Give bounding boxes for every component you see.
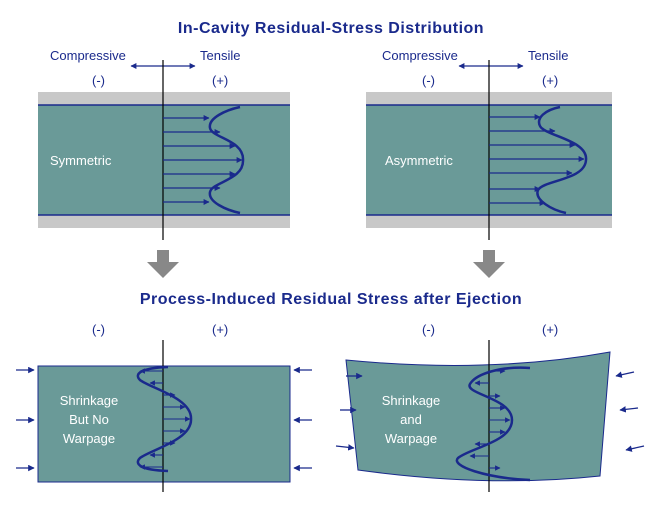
bottom-left-panel-label: Shrinkage But No Warpage <box>54 391 124 448</box>
bottom-title: Process-Induced Residual Stress after Ej… <box>139 291 523 308</box>
bottom-left-panel <box>16 340 312 492</box>
top-left-stress-arrows <box>163 115 243 205</box>
bottom-left-positive-label: (+) <box>212 322 229 337</box>
top-right-panel-label: Asymmetric <box>385 153 453 168</box>
top-left-panel <box>38 60 290 240</box>
top-right-positive-label: (+) <box>542 73 559 88</box>
bottom-right-stress-curve <box>455 366 531 482</box>
top-right-compressive-label: Compressive <box>382 48 458 63</box>
bottom-left-label-line-2: But No <box>69 412 109 427</box>
down-arrow-right <box>473 250 505 278</box>
down-arrow-left <box>147 250 179 278</box>
bottom-left-shrink-arrows <box>16 366 312 472</box>
top-left-compressive-label: Compressive <box>50 48 126 63</box>
bottom-left-stress-curve <box>136 365 193 473</box>
top-left-tensile-label: Tensile <box>200 48 241 63</box>
bottom-right-positive-label: (+) <box>542 322 559 337</box>
bottom-left-negative-label: (-) <box>92 322 105 337</box>
bottom-left-part <box>37 365 291 483</box>
bottom-right-panel <box>335 340 645 492</box>
bottom-right-part <box>345 351 611 482</box>
bottom-left-label-line-3: Warpage <box>62 431 116 446</box>
top-left-positive-label: (+) <box>212 73 229 88</box>
bottom-right-label-line-1: Shrinkage <box>381 393 441 408</box>
top-right-negative-label: (-) <box>422 73 435 88</box>
bottom-right-label-line-2: and <box>400 412 422 427</box>
top-left-stress-curve <box>208 105 245 215</box>
top-right-tensile-label: Tensile <box>528 48 569 63</box>
top-right-stress-curve <box>536 105 588 215</box>
bottom-right-shrink-arrows <box>335 371 645 452</box>
top-title: In-Cavity Residual-Stress Distribution <box>177 20 485 37</box>
top-left-panel-label: Symmetric <box>50 153 112 168</box>
bottom-left-label-line-1: Shrinkage <box>59 393 119 408</box>
top-left-negative-label: (-) <box>92 73 105 88</box>
bottom-right-panel-label: Shrinkage and Warpage <box>376 391 446 448</box>
top-right-stress-arrows <box>489 114 585 206</box>
bottom-right-negative-label: (-) <box>422 322 435 337</box>
bottom-right-label-line-3: Warpage <box>384 431 438 446</box>
top-right-panel <box>366 60 612 240</box>
